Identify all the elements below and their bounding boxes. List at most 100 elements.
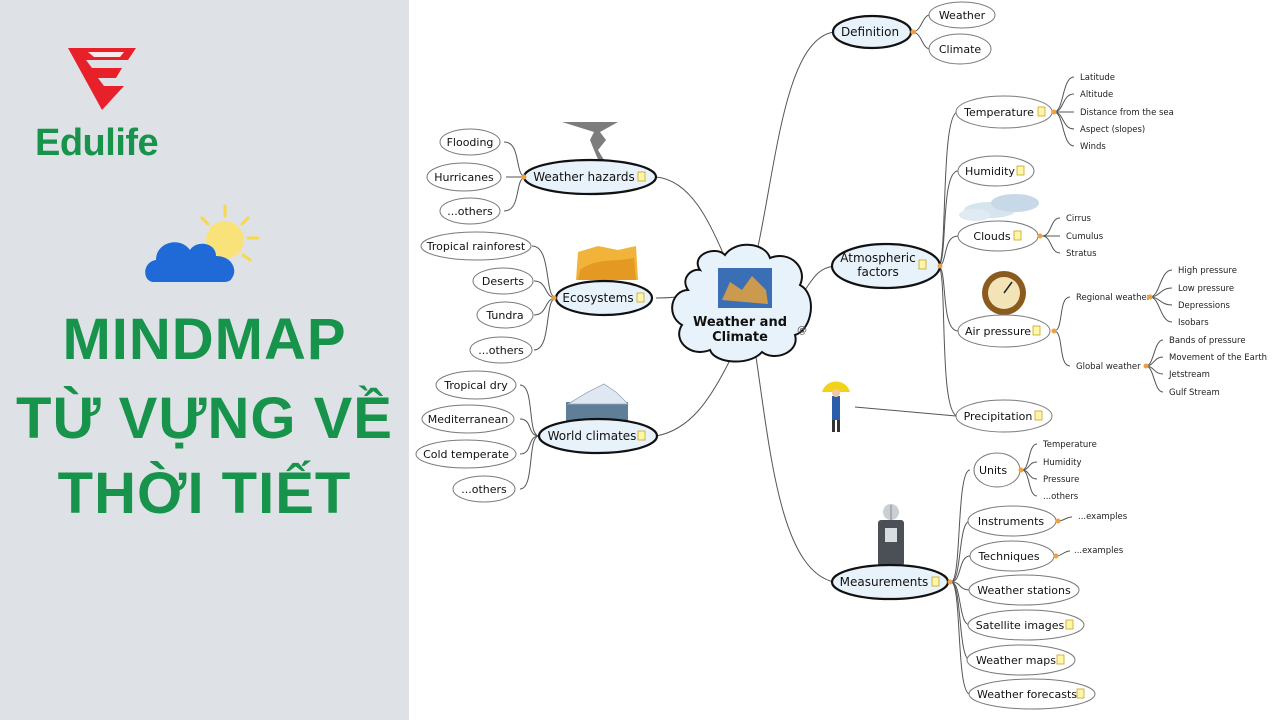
climate-def-label: Climate [939, 43, 982, 56]
branch-definition[interactable]: Definition [831, 14, 916, 50]
node-tropical-dry[interactable]: Tropical dry [435, 370, 517, 400]
title-line-3: THỜI TIẾT [57, 461, 352, 526]
tundra-label: Tundra [485, 309, 523, 322]
central-node[interactable]: Weather and Climate @ [671, 243, 812, 363]
regional-weather-label: Regional weather [1076, 293, 1151, 303]
node-temperature[interactable]: Temperature [955, 95, 1057, 129]
leaf-unit-pressure: Pressure [1043, 475, 1079, 485]
leaf-unit-humidity: Humidity [1043, 458, 1082, 468]
cloud-sun-icon [145, 204, 260, 282]
note-icon [636, 292, 645, 303]
node-hurricanes[interactable]: Hurricanes [426, 162, 502, 192]
note-icon [918, 259, 927, 270]
humidity-label: Humidity [965, 165, 1015, 178]
leaf-stratus: Stratus [1066, 249, 1097, 259]
tropical-dry-label: Tropical dry [443, 379, 508, 392]
leaf-winds: Winds [1080, 142, 1106, 152]
weather-maps-label: Weather maps [976, 654, 1056, 667]
attachment-icon: @ [797, 325, 807, 336]
climates-others-label: ...others [461, 483, 507, 496]
branch-measurements[interactable]: Measurements [830, 563, 953, 601]
connector-lines [503, 14, 1173, 695]
leaf-cumulus: Cumulus [1066, 232, 1104, 242]
clouds-image-icon [959, 194, 1039, 221]
note-icon [1065, 619, 1074, 630]
satellite-images-label: Satellite images [976, 619, 1065, 632]
node-humidity[interactable]: Humidity [957, 155, 1035, 187]
note-icon [1034, 410, 1043, 421]
note-icon [637, 430, 646, 441]
precipitation-label: Precipitation [964, 410, 1033, 423]
flooding-label: Flooding [447, 136, 494, 149]
title-line-2: TỪ VỰNG VỀ [16, 386, 393, 451]
leaf-aspect: Aspect (slopes) [1080, 125, 1145, 135]
world-climates-label: World climates [548, 429, 637, 443]
branch-atmospheric-factors[interactable]: Atmospheric factors [830, 242, 943, 290]
title-panel: Edulife MINDMAP TỪ VỰNG VỀ THỜI TIẾT [0, 0, 409, 720]
node-hazards-others[interactable]: ...others [439, 197, 501, 225]
central-label-1: Weather and [693, 315, 787, 330]
node-deserts[interactable]: Deserts [472, 267, 534, 295]
leaf-isobars: Isobars [1178, 318, 1209, 328]
weather-stations-label: Weather stations [977, 584, 1071, 597]
iceberg-image-icon [566, 383, 629, 422]
measurements-label: Measurements [840, 575, 929, 589]
temperature-label: Temperature [963, 106, 1034, 119]
node-weather-maps[interactable]: Weather maps [966, 644, 1076, 676]
leaf-movement-of-earth: Movement of the Earth [1169, 353, 1267, 363]
leaf-jetstream: Jetstream [1168, 370, 1210, 380]
node-precipitation[interactable]: Precipitation [955, 399, 1053, 433]
leaf-cirrus: Cirrus [1066, 214, 1092, 224]
note-icon [1016, 165, 1025, 176]
leaf-unit-temperature: Temperature [1042, 440, 1097, 450]
leaf-high-pressure: High pressure [1178, 266, 1237, 276]
units-label: Units [979, 464, 1007, 477]
title-line-1: MINDMAP [62, 307, 347, 372]
node-clouds[interactable]: Clouds [957, 220, 1043, 252]
node-cold-temperate[interactable]: Cold temperate [415, 439, 517, 469]
global-weather-label: Global weather [1076, 362, 1141, 372]
node-instruments[interactable]: Instruments [967, 505, 1061, 537]
node-climate-def[interactable]: Climate [928, 33, 992, 65]
weather-def-label: Weather [939, 9, 986, 22]
note-icon [1013, 230, 1022, 241]
weather-hazards-label: Weather hazards [533, 170, 635, 184]
node-units[interactable]: Units [973, 452, 1024, 488]
node-tropical-rainforest[interactable]: Tropical rainforest [420, 231, 532, 261]
node-flooding[interactable]: Flooding [439, 128, 501, 156]
mediterranean-label: Mediterranean [428, 413, 508, 426]
node-weather-forecasts[interactable]: Weather forecasts [968, 678, 1096, 710]
leaf-techniques-examples: ...examples [1074, 546, 1124, 556]
air-pressure-label: Air pressure [965, 325, 1031, 338]
node-weather-stations[interactable]: Weather stations [968, 574, 1080, 606]
weather-forecasts-label: Weather forecasts [977, 688, 1077, 701]
node-weather-def[interactable]: Weather [928, 1, 996, 29]
branch-ecosystems[interactable]: Ecosystems [551, 279, 654, 317]
node-satellite-images[interactable]: Satellite images [967, 609, 1085, 641]
note-icon [1056, 654, 1065, 665]
node-tundra[interactable]: Tundra [476, 301, 534, 329]
node-techniques[interactable]: Techniques [969, 540, 1059, 572]
instruments-label: Instruments [978, 515, 1045, 528]
node-mediterranean[interactable]: Mediterranean [421, 404, 515, 434]
atmospheric-label-2: factors [857, 265, 898, 279]
leaf-distance-from-sea: Distance from the sea [1080, 108, 1174, 118]
ecosystems-label: Ecosystems [562, 291, 633, 305]
node-ecosystems-others[interactable]: ...others [469, 336, 533, 364]
desert-image-icon [576, 246, 638, 280]
tornado-image-icon [562, 122, 618, 164]
clouds-label: Clouds [973, 230, 1010, 243]
note-icon [637, 171, 646, 182]
leaf-gulf-stream: Gulf Stream [1169, 388, 1220, 398]
branch-world-climates[interactable]: World climates [537, 417, 659, 455]
branch-weather-hazards[interactable]: Weather hazards [521, 158, 658, 196]
node-air-pressure[interactable]: Air pressure [957, 314, 1057, 348]
deserts-label: Deserts [482, 275, 525, 288]
node-climates-others[interactable]: ...others [452, 475, 516, 503]
central-label-2: Climate [712, 330, 768, 345]
note-icon [1076, 688, 1085, 699]
note-icon [1032, 325, 1041, 336]
leaf-instruments-examples: ...examples [1078, 512, 1128, 522]
atmospheric-label-1: Atmospheric [840, 251, 915, 265]
umbrella-person-image-icon [822, 381, 850, 432]
